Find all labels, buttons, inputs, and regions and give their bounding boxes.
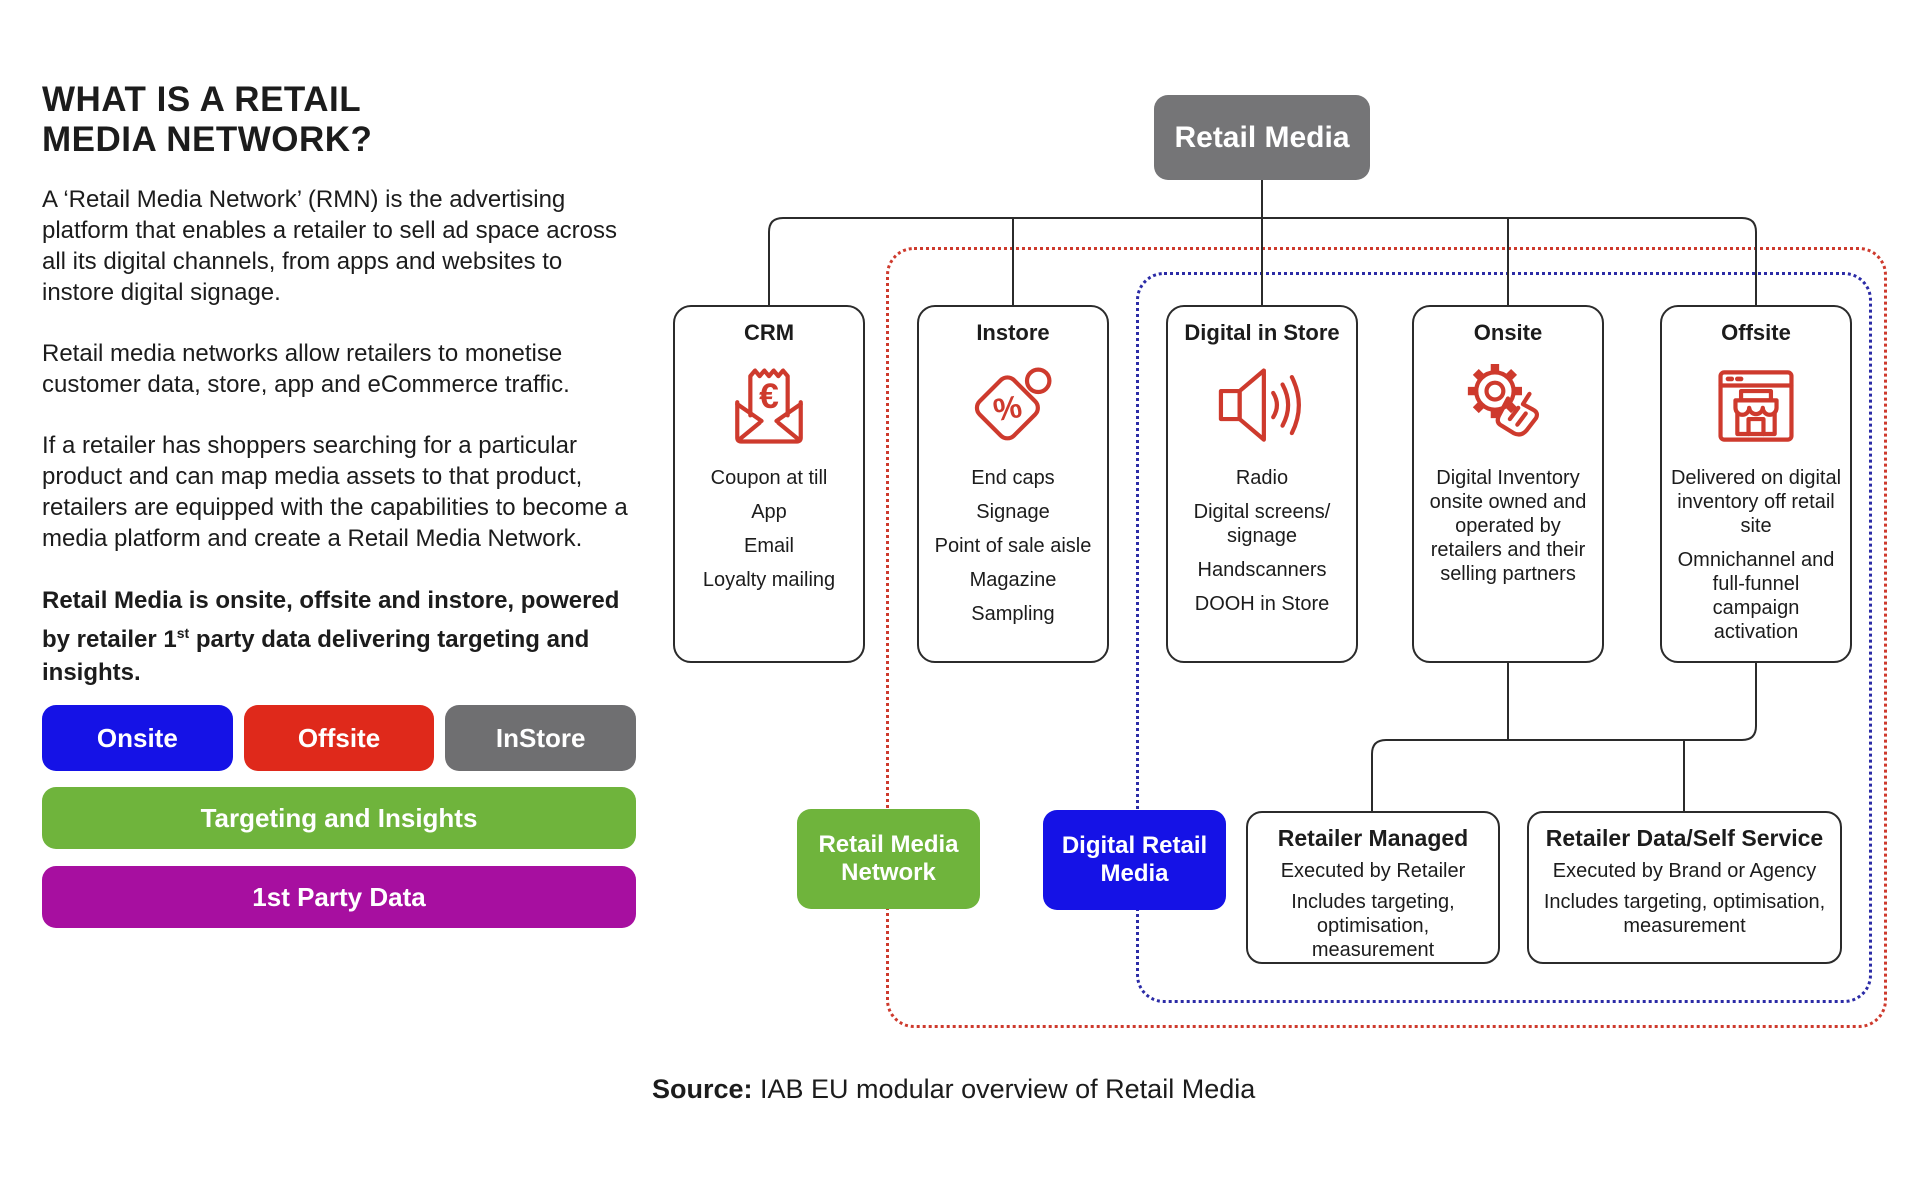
list-item: Sampling (971, 603, 1055, 625)
retailer-managed-box: Retailer Managed Executed by Retailer In… (1246, 811, 1500, 964)
leaf-line: Includes targeting, optimisation, measur… (1291, 891, 1455, 961)
intro-paragraph-3: If a retailer has shoppers searching for… (42, 432, 628, 552)
digital-in-store-node-title: Digital in Store (1184, 320, 1340, 345)
offsite-node: Offsite Delivered on digital inventory o… (1660, 305, 1852, 663)
channel-pill-row: Onsite Offsite InStore (42, 705, 637, 771)
list-item: Omnichannel and full-funnel campaign act… (1677, 549, 1835, 643)
intro-paragraph-1: A ‘Retail Media Network’ (RMN) is the ad… (42, 186, 617, 306)
retailer-data-self-service-box: Retailer Data/Self Service Executed by B… (1527, 811, 1842, 964)
digital-retail-media-label: Digital Retail Media (1043, 810, 1226, 910)
price-tag-icon: % (919, 350, 1107, 462)
envelope-euro-icon: € (675, 350, 863, 462)
leaf-line: Executed by Brand or Agency (1552, 860, 1817, 882)
retail-media-network-dotted-group (886, 247, 1887, 1028)
onsite-node-title: Onsite (1473, 320, 1543, 345)
digital-in-store-node: Digital in Store Radio Digital screens/ … (1166, 305, 1358, 663)
crm-node-title: CRM (743, 320, 795, 345)
source-citation: Source: IAB EU modular overview of Retai… (652, 1074, 1255, 1105)
instore-pill: InStore (445, 705, 637, 771)
retail-media-root-box: Retail Media (1154, 95, 1370, 180)
svg-text:€: € (759, 376, 779, 416)
list-item: Radio (1235, 467, 1289, 489)
list-item: Digital screens/ signage (1193, 501, 1331, 547)
list-item: Loyalty mailing (702, 569, 836, 591)
page-title: WHAT IS A RETAIL MEDIA NETWORK? (42, 80, 636, 160)
list-item: Digital Inventory onsite owned and opera… (1429, 467, 1587, 585)
offsite-item-list: Delivered on digital inventory off retai… (1662, 462, 1850, 644)
bold-statement-prefix: Retail Media is onsite, offsite and inst… (42, 587, 620, 653)
list-item: Point of sale aisle (934, 535, 1092, 557)
digital-in-store-item-list: Radio Digital screens/ signage Handscann… (1168, 462, 1356, 616)
list-item: Magazine (969, 569, 1057, 591)
gear-click-icon (1414, 350, 1602, 462)
instore-node-title: Instore (976, 320, 1050, 345)
list-item: End caps (971, 467, 1055, 489)
retailer-managed-title: Retailer Managed (1277, 825, 1469, 851)
onsite-item-list: Digital Inventory onsite owned and opera… (1414, 462, 1602, 586)
list-item: App (751, 501, 787, 523)
crm-item-list: Coupon at till App Email Loyalty mailing (675, 462, 863, 592)
offsite-bottom-branch-line (1371, 663, 1757, 811)
top-branch-line (768, 217, 1757, 305)
first-party-data-bar: 1st Party Data (42, 866, 636, 928)
list-item: Delivered on digital inventory off retai… (1670, 467, 1842, 537)
onsite-node: Onsite Digital Inventory onsite owned an… (1412, 305, 1604, 663)
source-text: IAB EU modular overview of Retail Media (752, 1074, 1256, 1104)
instore-item-list: End caps Signage Point of sale aisle Mag… (919, 462, 1107, 626)
offsite-pill: Offsite (243, 705, 435, 771)
intro-paragraph-2: Retail media networks allow retailers to… (42, 340, 570, 398)
onsite-pill: Onsite (42, 705, 233, 771)
source-label: Source: (652, 1074, 753, 1104)
bold-statement-superscript: st (176, 625, 190, 641)
targeting-insights-bar: Targeting and Insights (42, 787, 636, 849)
leaf-line: Executed by Retailer (1280, 860, 1466, 882)
bold-statement: Retail Media is onsite, offsite and inst… (42, 584, 636, 689)
crm-node: CRM € Coupon at till App Email Loyalty m… (673, 305, 865, 663)
page-title-line1: WHAT IS A RETAIL (42, 80, 362, 119)
list-item: Handscanners (1197, 559, 1327, 581)
bold-statement-suffix: party data delivering targeting and insi… (42, 626, 590, 686)
page-title-line2: MEDIA NETWORK? (42, 120, 373, 159)
list-item: Email (743, 535, 794, 557)
instore-node: Instore % End caps Signage Point of sale… (917, 305, 1109, 663)
retailer-data-self-service-title: Retailer Data/Self Service (1545, 825, 1824, 851)
speaker-icon (1168, 350, 1356, 462)
retail-media-network-label: Retail Media Network (797, 809, 980, 909)
list-item: Coupon at till (710, 467, 828, 489)
svg-text:%: % (990, 388, 1024, 428)
browser-store-icon (1662, 350, 1850, 462)
list-item: Signage (976, 501, 1050, 523)
intro-column: WHAT IS A RETAIL MEDIA NETWORK? A ‘Retai… (42, 80, 637, 945)
list-item: DOOH in Store (1194, 593, 1330, 615)
digital-retail-media-dotted-group (1136, 272, 1872, 1003)
offsite-node-title: Offsite (1721, 320, 1791, 345)
leaf-line: Includes targeting, optimisation, measur… (1543, 891, 1826, 937)
